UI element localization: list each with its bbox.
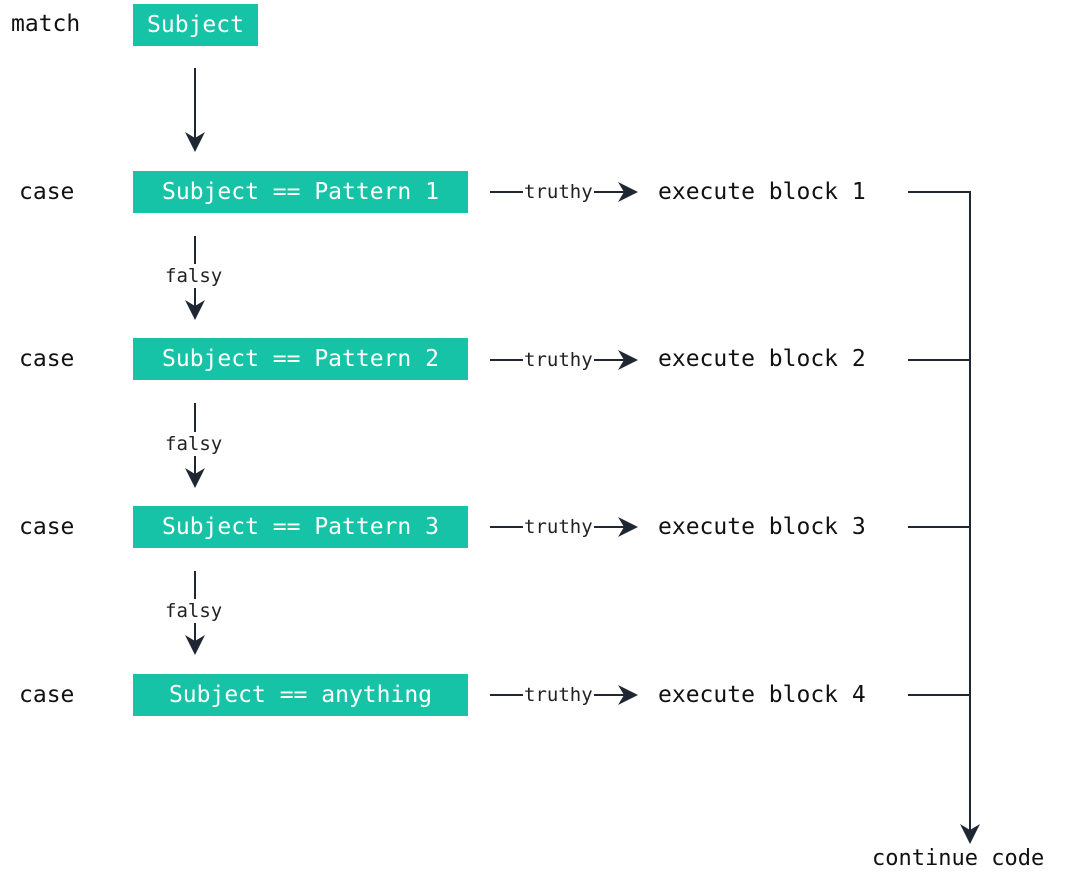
falsy-label-2: falsy	[164, 432, 224, 456]
execute-block-2: execute block 2	[658, 346, 866, 372]
condition-box-3: Subject == Pattern 3	[133, 506, 468, 548]
condition-box-1: Subject == Pattern 1	[133, 171, 468, 213]
continue-code-label: continue code	[872, 846, 1045, 871]
case-keyword-1: case	[19, 179, 75, 205]
condition-box-2: Subject == Pattern 2	[133, 338, 468, 380]
truthy-label-1: truthy	[523, 180, 594, 204]
truthy-label-4: truthy	[523, 683, 594, 707]
case-keyword-2: case	[19, 346, 75, 372]
execute-block-1: execute block 1	[658, 179, 866, 205]
truthy-label-3: truthy	[523, 515, 594, 539]
match-keyword: match	[11, 11, 81, 37]
case-keyword-3: case	[19, 514, 75, 540]
condition-box-4: Subject == anything	[133, 674, 468, 716]
case-keyword-4: case	[19, 682, 75, 708]
execute-block-3: execute block 3	[658, 514, 866, 540]
subject-box: Subject	[133, 4, 258, 46]
falsy-label-3: falsy	[164, 599, 224, 623]
execute-block-4: execute block 4	[658, 682, 866, 708]
falsy-label-1: falsy	[164, 264, 224, 288]
truthy-label-2: truthy	[523, 348, 594, 372]
